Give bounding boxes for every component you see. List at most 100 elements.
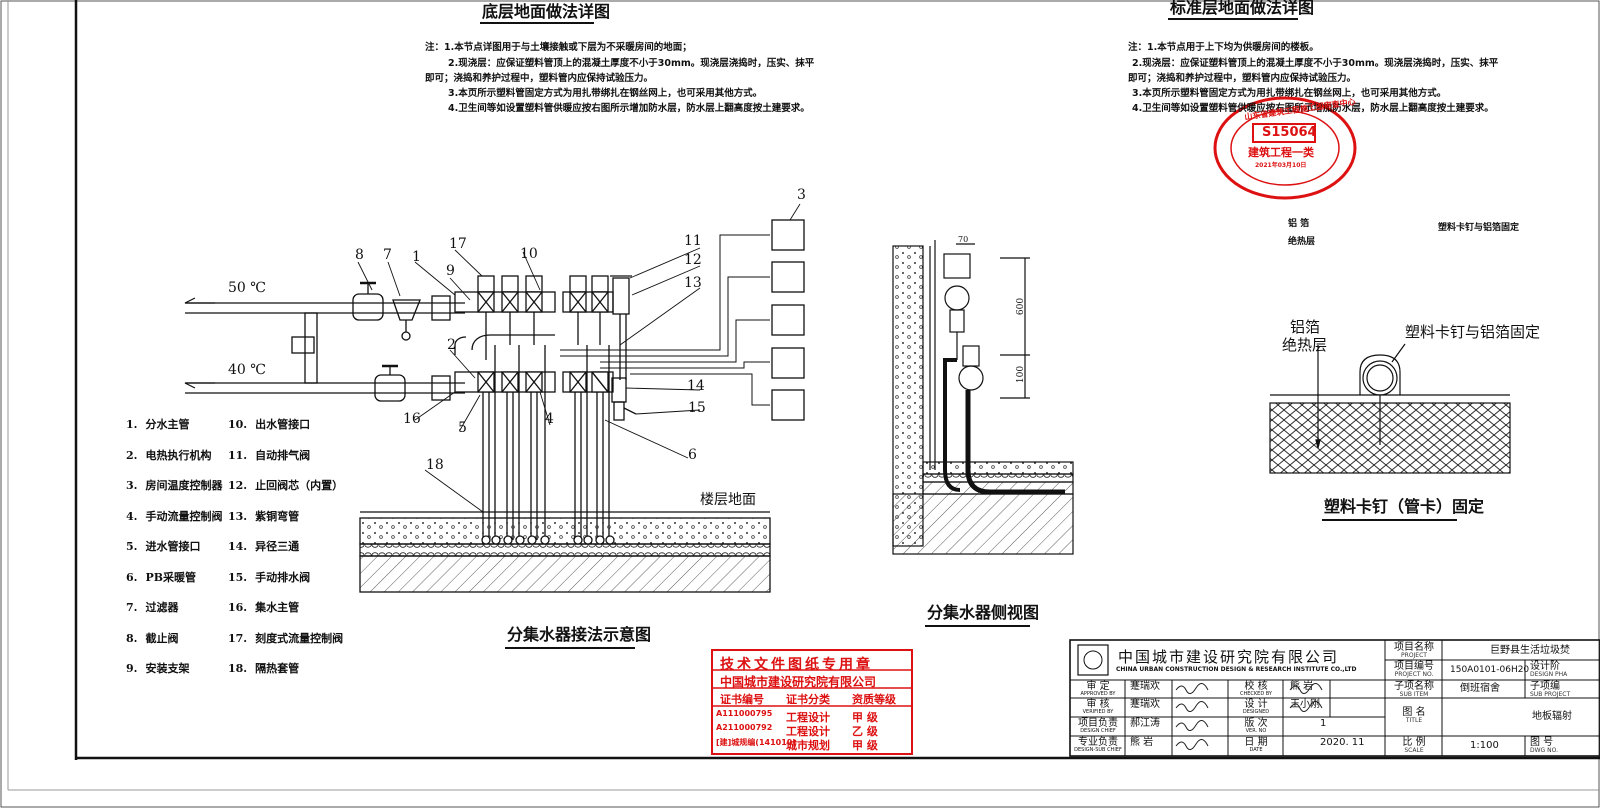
callout-number: 15 [688,400,706,416]
note-right-4: 3.本页所示塑料管固定方式为用扎带绑扎在钢丝网上，也可采用其他方式。 [1132,88,1447,99]
legend-number: 6. [126,570,138,584]
title-manifold-side: 分集水器侧视图 [927,603,1040,622]
legend-item: 2.电热执行机构 [126,450,211,461]
tb-role2-label: 设 计 [1244,699,1268,710]
dim-600: 600 [1016,297,1027,316]
tech-stamp-org: 中国城市建设研究院有限公司 [720,675,877,689]
note-left-1: 注：1.本节点详图用于与土壤接触或下层为不采暖房间的地面； [425,42,692,53]
legend-text: 紫铜弯管 [255,509,300,523]
review-seal [1213,96,1357,200]
tb-role-sub: VERIFIED BY [1082,709,1114,715]
manifold-schematic [184,203,805,593]
callout-number: 16 [403,411,421,427]
legend-number: 13. [228,509,248,523]
legend-number: 18. [228,662,248,675]
tech-stamp-cell: 甲 级 [852,711,878,724]
note-left-4: 3.本页所示塑料管固定方式为用扎带绑扎在钢丝网上，也可采用其他方式。 [448,88,763,99]
seal-category: 建筑工程一类 [1248,146,1314,159]
tech-stamp-col1: 证书编号 [720,693,764,706]
legend-number: 7. [126,601,138,614]
supply-temp-label: 50 ℃ [228,280,266,296]
tb-person2-name: 王小刚 [1290,699,1320,710]
legend-item: 15.手动排水阀 [228,572,310,583]
legend-number: 17. [228,631,248,645]
title-standard-floor: 标准层地面做法详图 [1170,0,1315,17]
legend-text: 异径三通 [255,540,300,553]
legend-item: 13. 紫铜弯管 [228,511,299,522]
legend-item: 6. PB采暖管 [126,572,196,583]
seal-date: 2021年03月10日 [1255,162,1307,169]
legend-number: 15. [228,570,248,584]
callout-number: 3 [797,187,806,203]
callout-number: 12 [684,252,702,268]
tech-stamp-cell: A211000792 [716,723,773,732]
tb-person2-name: 1 [1320,718,1327,729]
tb-person2-name: 2020. 11 [1320,737,1365,748]
tb-person-name: 蹇瑞欢 [1130,681,1160,692]
manifold-side-view [892,240,1074,555]
title-ground-floor: 底层地面做法详图 [482,2,611,21]
tb-role-sub: DESIGN-SUB CHIEF [1074,747,1122,753]
tb-role-label: 项目负责 [1078,718,1118,729]
tb-person2-name: 熊 岩 [1290,681,1314,692]
note-left-5: 4.卫生间等如设置塑料管供暖应按右图所示增加防水层，防水层上翻高度按土建要求。 [448,103,810,114]
legend-text: 止回阀芯（内置） [255,479,344,492]
note-left-3: 即可；浇捣和养护过程中，塑料管内应保持试验压力。 [425,73,654,84]
clip-label: 塑料卡钉与铝箔固定 [1405,323,1541,341]
legend-text: 集水主管 [255,601,300,614]
tb-role2-label: 日 期 [1244,737,1268,748]
tb-role2-sub: DATE [1249,747,1263,753]
note-right-3: 即可；浇捣和养护过程中，塑料管内应保持试验压力。 [1128,73,1357,84]
legend-number: 11. [228,448,248,462]
legend-text: 截止阀 [145,631,179,645]
return-outlet-pipes [482,345,610,540]
foil-label-b: 绝热层 [1282,336,1328,354]
legend-item: 3.房间温度控制器 [126,480,222,491]
scale: 1:100 [1470,740,1499,751]
callout-number: 17 [449,236,467,252]
legend-number: 8. [126,631,138,645]
signatures [1175,683,1323,750]
supply-valve-caps [477,275,609,313]
project-no: 150A0101-06H20 [1450,665,1530,675]
tech-stamp-cell: 城市规划 [786,739,830,752]
supply-outlet-pipes [485,312,601,345]
legend-item: 7.过滤器 [126,602,178,613]
callout-number: 2 [447,337,456,353]
legend-text: 进水管接口 [145,540,201,553]
legend-item: 14. 异径三通 [228,541,299,552]
legend-number: 1. [126,418,138,431]
callout-number: 6 [688,447,697,463]
tb-role-label: 专业负责 [1078,737,1118,748]
callout-number: 13 [684,275,702,291]
legend-text: 出水管接口 [255,418,311,431]
tech-stamp-cell: A111000795 [716,709,773,718]
legend-number: 2. [126,448,138,462]
tb-role2-sub: CHECKED BY [1240,691,1272,697]
return-valve-blocks [477,371,609,393]
title-block-grid [1069,639,1600,757]
callout-number: 10 [520,246,538,262]
thermostat-boxes [771,219,805,421]
tb-person-name: 熊 岩 [1130,737,1154,748]
tb-role-sub: APPROVED BY [1080,691,1116,697]
tb-role-sub: DESIGN CHIEF [1080,728,1116,734]
small-foil-a: 铝 箔 [1288,219,1310,229]
callout-number: 8 [355,247,364,263]
return-temp-label: 40 ℃ [228,362,266,378]
dim-100: 100 [1016,365,1027,384]
legend-text: PB采暖管 [145,570,197,584]
legend-item: 16.集水主管 [228,602,299,613]
legend-text: 安装支架 [145,662,190,675]
tech-stamp-cell: 甲 级 [852,739,878,752]
legend-item: 5.进水管接口 [126,541,200,552]
callout-number: 18 [426,457,444,473]
seal-number: S15064 [1262,125,1317,140]
tb-role2-label: 版 次 [1244,718,1268,729]
legend-text: 自动排气阀 [255,448,311,462]
legend-number: 14. [228,540,248,553]
